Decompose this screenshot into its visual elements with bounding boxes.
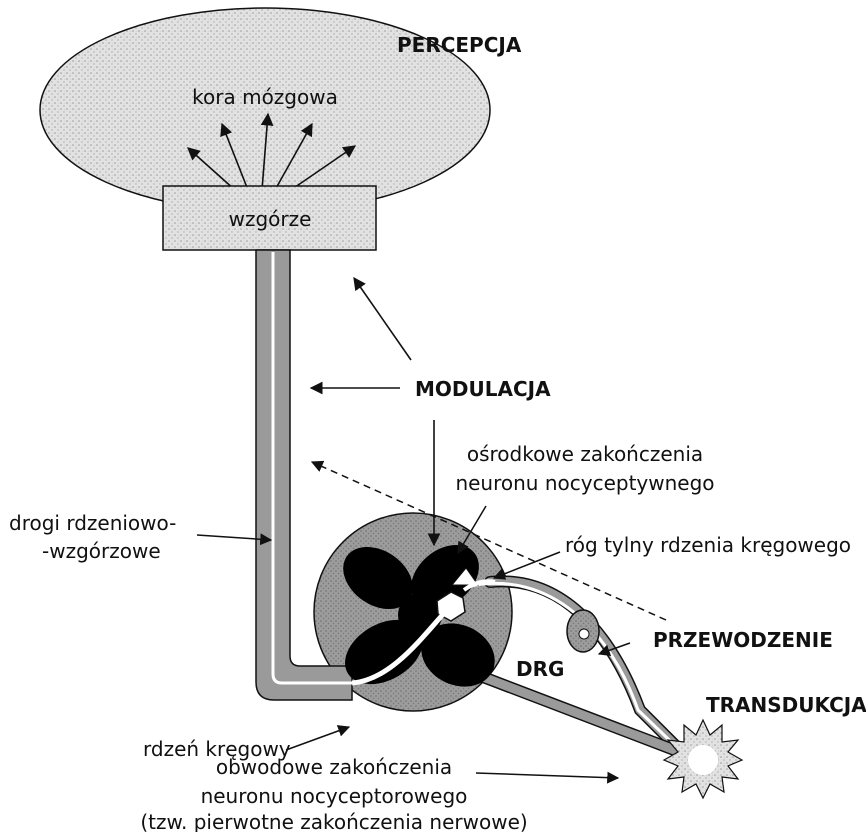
transmission-heading: PRZEWODZENIE [653,628,833,652]
peripheral-label-3: (tzw. pierwotne zakończenia nerwowe) [140,810,527,832]
central-endings-label-2: neuronu nocyceptywnego [455,471,714,495]
nociceptor-ending [664,720,742,798]
dorsal-horn-label: róg tylny rdzenia kręgowego [565,533,851,557]
modulation-arrows [311,278,434,545]
spinothalamic-label-2: -wzgórzowe [42,539,161,563]
cortex-label: kora mózgowa [192,85,338,109]
thalamus-label: wzgórze [229,207,312,231]
spinothalamic-label-1: drogi rdzeniowo- [9,511,176,535]
transduction-heading: TRANSDUKCJA [706,693,866,717]
peripheral-label-1: obwodowe zakończenia [216,755,452,779]
drg-cell-body [579,629,589,639]
central-endings-label-1: ośrodkowe zakończenia [467,442,703,466]
drg-label: DRG [516,657,564,681]
modulation-heading: MODULACJA [415,377,551,401]
perception-heading: PERCEPCJA [397,33,522,57]
peripheral-label-2: neuronu nocyceptorowego [201,784,468,808]
